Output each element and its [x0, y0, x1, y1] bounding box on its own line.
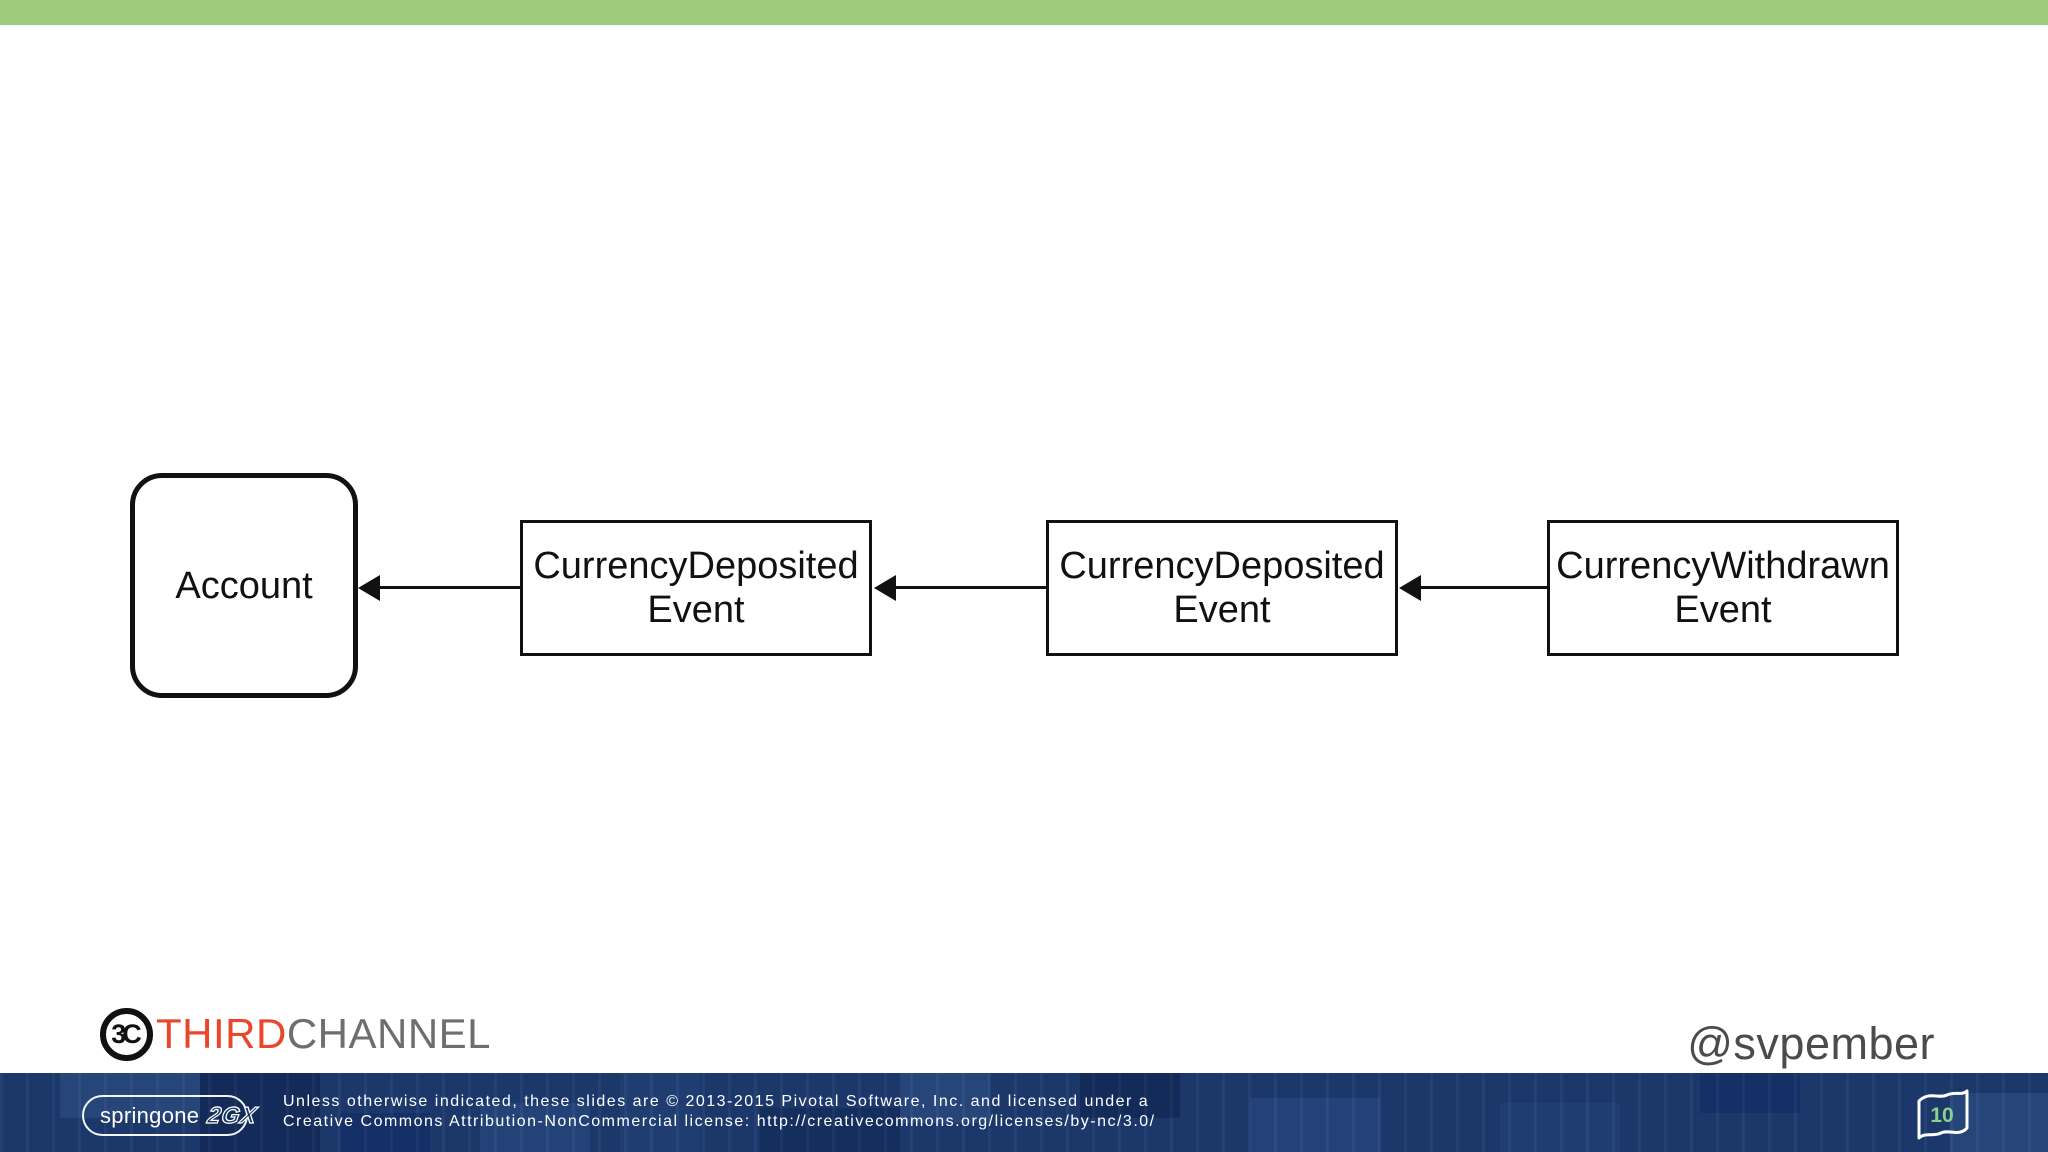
arrow-shaft-event1-to-account — [378, 586, 522, 589]
springone-wordmark: springone — [100, 1102, 200, 1128]
brand-word-channel: CHANNEL — [286, 1010, 492, 1057]
2gx-wordmark: 2GX — [205, 1101, 260, 1128]
arrow-shaft-event2-to-event1 — [894, 586, 1048, 589]
license-line-1: Unless otherwise indicated, these slides… — [283, 1093, 1150, 1110]
arrow-head-icon — [358, 575, 380, 601]
flag-icon: 10 — [1917, 1089, 1969, 1140]
arrow-head-icon — [874, 575, 896, 601]
page-number: 10 — [1930, 1104, 1953, 1127]
event-label-line1: CurrencyDeposited — [533, 545, 859, 587]
currency-deposited-event-node-2: CurrencyDeposited Event — [1046, 520, 1398, 656]
license-line-2: Creative Commons Attribution-NonCommerci… — [283, 1113, 1156, 1130]
thirdchannel-wordmark: THIRDCHANNEL — [156, 1010, 491, 1058]
currency-deposited-event-node-1: CurrencyDeposited Event — [520, 520, 872, 656]
brand-word-third: THIRD — [156, 1010, 287, 1057]
event-label-line2: Event — [1173, 589, 1271, 631]
top-accent-bar — [0, 0, 2048, 25]
springone-2gx-logo: springone 2GX — [82, 1095, 260, 1136]
event-label-line2: Event — [1674, 589, 1772, 631]
currency-withdrawn-event-node: CurrencyWithdrawn Event — [1547, 520, 1899, 656]
thirdchannel-3c-icon: 3C — [100, 1007, 153, 1061]
footer-bar: springone 2GX Unless otherwise indicated… — [0, 1073, 2048, 1152]
author-twitter-handle: @svpember — [1687, 1018, 1935, 1069]
account-label: Account — [175, 564, 313, 607]
account-node: Account — [130, 473, 358, 698]
license-text: Unless otherwise indicated, these slides… — [283, 1092, 1156, 1132]
arrow-head-icon — [1399, 575, 1421, 601]
event-label-line1: CurrencyDeposited — [1059, 545, 1385, 587]
arrow-shaft-event3-to-event2 — [1419, 586, 1549, 589]
event-label-line2: Event — [647, 589, 745, 631]
event-label-line1: CurrencyWithdrawn — [1556, 545, 1890, 587]
thirdchannel-logo: 3C THIRDCHANNEL — [100, 1004, 491, 1064]
